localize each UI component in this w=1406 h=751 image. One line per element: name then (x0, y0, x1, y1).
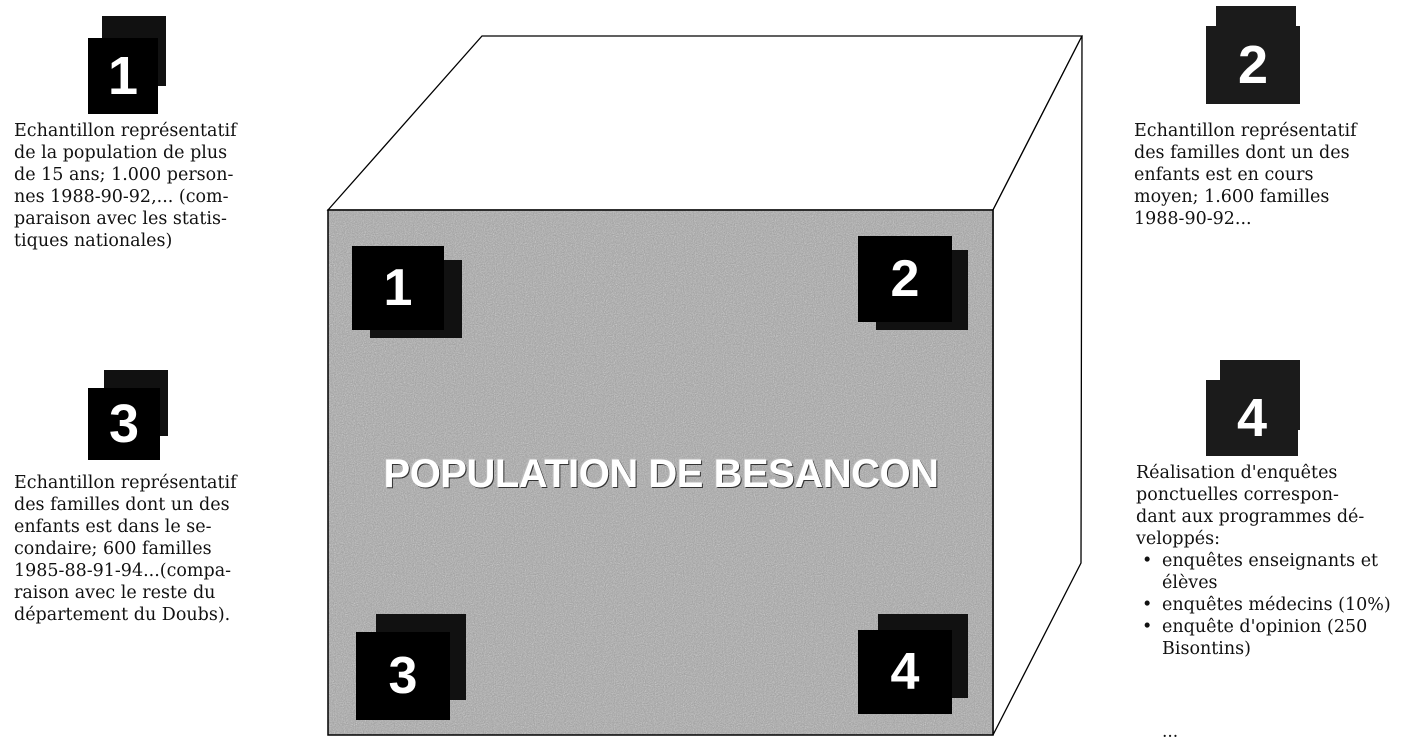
cube-top-face (326, 35, 1084, 211)
cube-badge-3: 3 (356, 614, 468, 720)
sample-number: 1 (107, 46, 139, 106)
sample-4-ellipsis: ... (1162, 722, 1179, 742)
list-item: enquêtes enseignants et élèves (1136, 550, 1398, 594)
cube-badge-number: 2 (890, 250, 920, 308)
list-item: enquêtes médecins (10%) (1136, 594, 1398, 616)
cube-title: POPULATION DE BESANCON (383, 452, 939, 496)
sample-badge-4: 4 (1206, 360, 1302, 456)
cube-badge-2: 2 (858, 236, 970, 334)
cube-badge-number: 4 (890, 643, 920, 701)
sample-4-description: Réalisation d'enquêtes ponctuelles corre… (1136, 463, 1365, 549)
sample-3-description: Echantillon représentatif des familles d… (14, 473, 237, 625)
sample-number: 2 (1237, 35, 1269, 95)
sample-2-description: Echantillon représentatif des familles d… (1134, 121, 1357, 229)
sample-badge-1: 1 (88, 16, 168, 116)
sample-1-description: Echantillon représentatif de la populati… (14, 121, 237, 251)
sample-number: 4 (1236, 388, 1268, 448)
cube-badge-1: 1 (352, 246, 464, 342)
list-item: enquête d'opinion (250 Bisontins) (1136, 616, 1398, 660)
sample-badge-2: 2 (1206, 6, 1302, 106)
sample-4-survey-list: enquêtes enseignants et élèves enquêtes … (1136, 550, 1398, 660)
sample-badge-3: 3 (88, 370, 168, 460)
cube-badge-number: 3 (388, 647, 418, 705)
cube-badge-4: 4 (858, 614, 970, 714)
cube-badge-number: 1 (383, 259, 413, 317)
sample-number: 3 (108, 394, 140, 454)
